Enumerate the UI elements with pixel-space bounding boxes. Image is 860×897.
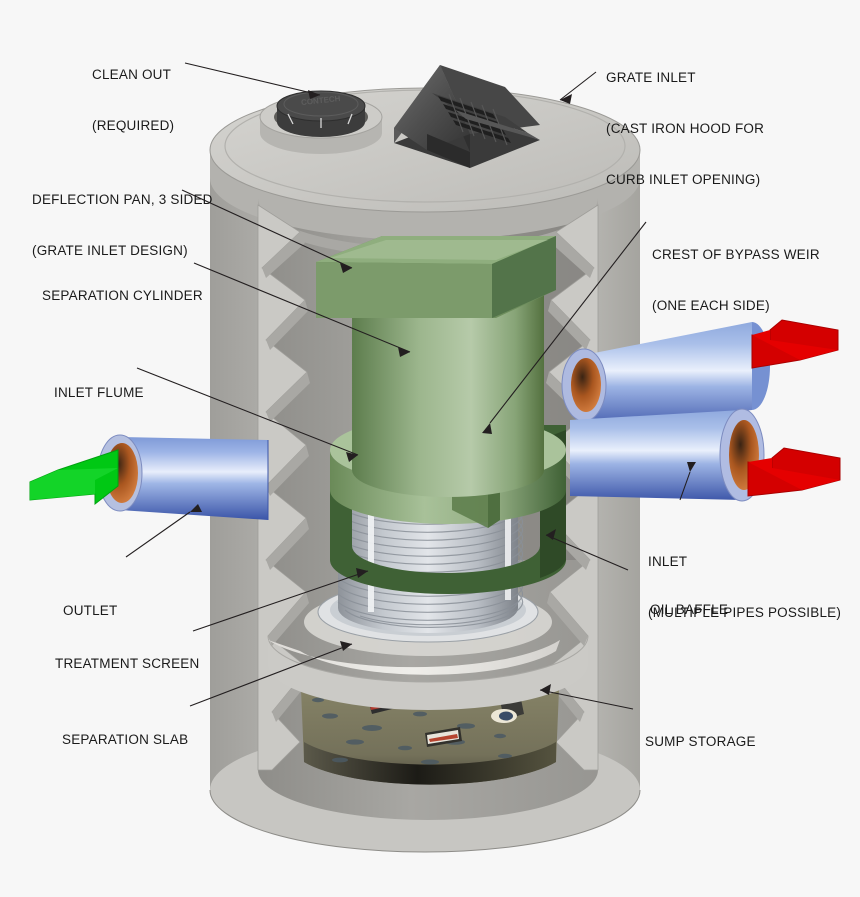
leader-lines — [125, 62, 691, 710]
debris-wrapper — [425, 727, 462, 747]
label-grate-inlet-line-2: (CAST IRON HOOD FOR — [606, 121, 765, 136]
leader-arrowheads — [190, 90, 696, 695]
label-clean-out: CLEAN OUT (REQUIRED) — [92, 32, 174, 151]
label-outlet-line-1: OUTLET — [63, 603, 118, 618]
label-sump-storage-line-1: SUMP STORAGE — [645, 734, 756, 749]
label-separation-cylinder: SEPARATION CYLINDER — [42, 253, 203, 321]
label-treatment-screen: TREATMENT SCREEN — [55, 621, 199, 689]
leader-outlet — [125, 511, 191, 558]
label-separation-cylinder-line-1: SEPARATION CYLINDER — [42, 288, 203, 303]
leader-separation-cylinder — [193, 262, 411, 353]
separation-cylinder — [352, 270, 544, 497]
leader-grate-inlet — [559, 71, 597, 101]
grate-inlet-hood — [394, 65, 540, 168]
leader-crest-weir — [489, 221, 647, 424]
label-grate-inlet-line-1: GRATE INLET — [606, 70, 696, 85]
label-crest-weir-line-2: (ONE EACH SIDE) — [652, 298, 770, 313]
label-inlet-line-2: (MULTIPLE PIPES POSSIBLE) — [648, 605, 842, 620]
leader-clean-out — [184, 62, 321, 96]
label-inlet-flume: INLET FLUME — [54, 350, 144, 418]
label-clean-out-line-1: CLEAN OUT — [92, 67, 172, 82]
label-separation-slab-line-1: SEPARATION SLAB — [62, 732, 189, 747]
label-clean-out-line-2: (REQUIRED) — [92, 118, 175, 133]
deflection-pan — [316, 236, 556, 318]
leader-sump-storage — [539, 689, 634, 710]
label-deflection-pan-line-2: (GRATE INLET DESIGN) — [32, 243, 188, 258]
label-deflection-pan: DEFLECTION PAN, 3 SIDED (GRATE INLET DES… — [32, 157, 213, 276]
inlet-pipe-lower — [570, 408, 765, 502]
label-oil-baffle: OIL BAFFLE — [650, 567, 728, 635]
inlet-flow-arrow-lower — [747, 447, 841, 497]
leader-oil-baffle — [545, 534, 629, 571]
label-grate-inlet-line-3: CURB INLET OPENING) — [606, 172, 761, 187]
label-outlet: OUTLET — [63, 568, 117, 636]
label-crest-of-bypass-weir: CREST OF BYPASS WEIR (ONE EACH SIDE) — [652, 212, 820, 331]
label-oil-baffle-line-1: OIL BAFFLE — [650, 602, 729, 617]
label-sump-storage: SUMP STORAGE — [645, 699, 756, 767]
leader-treatment-screen — [192, 570, 369, 632]
label-crest-weir-line-1: CREST OF BYPASS WEIR — [652, 247, 820, 262]
outlet-flow-arrow — [29, 449, 119, 506]
label-grate-inlet: GRATE INLET (CAST IRON HOOD FOR CURB INL… — [606, 35, 764, 205]
leader-inlet — [679, 471, 691, 501]
label-inlet-line-1: INLET — [648, 554, 688, 569]
leader-separation-slab — [189, 643, 353, 707]
label-inlet-flume-line-1: INLET FLUME — [54, 385, 144, 400]
label-inlet: INLET (MULTIPLE PIPES POSSIBLE) — [648, 519, 841, 638]
outlet-pipe — [97, 434, 269, 520]
shell-cut-edge-left — [257, 204, 311, 771]
green-separation-assembly — [316, 236, 566, 594]
label-deflection-pan-line-1: DEFLECTION PAN, 3 SIDED — [32, 192, 213, 207]
label-treatment-screen-line-1: TREATMENT SCREEN — [55, 656, 200, 671]
label-separation-slab: SEPARATION SLAB — [62, 697, 188, 765]
leader-deflection-pan — [181, 189, 353, 269]
clean-out-cover: CONTECH — [276, 90, 366, 137]
inlet-flow-arrow-upper — [751, 319, 839, 369]
leader-inlet-flume — [136, 367, 359, 456]
